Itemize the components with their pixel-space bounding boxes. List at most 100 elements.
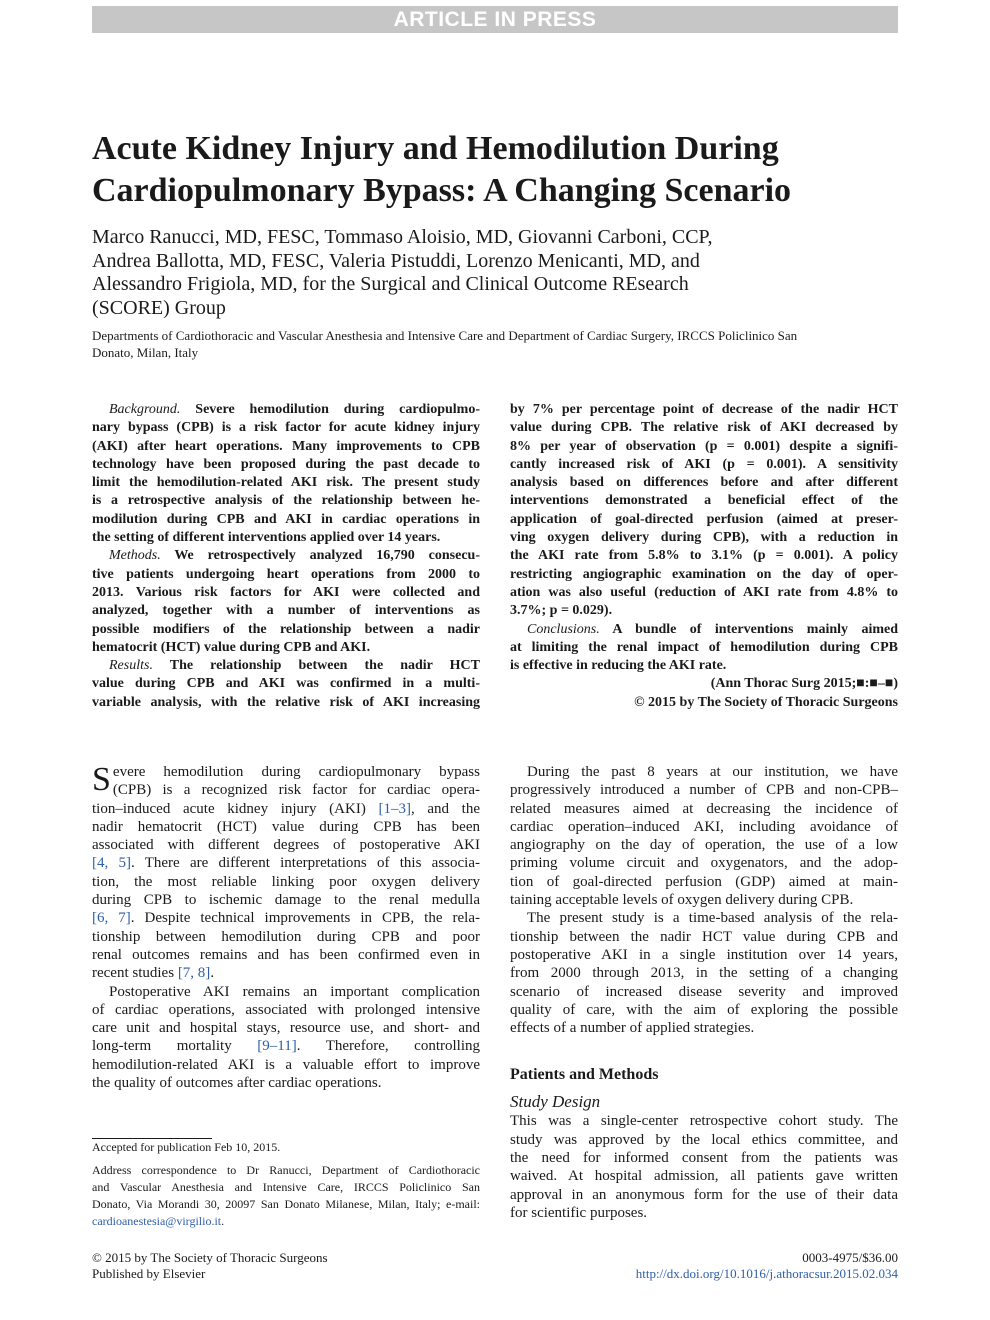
body-line: renal outcomes remains and has been conf…: [92, 946, 480, 964]
body-line: tion of goal-directed perfusion (GDP) ai…: [510, 873, 898, 891]
abstract-line: by 7% per percentage point of decrease o…: [510, 401, 898, 419]
affiliation-line: Donato, Milan, Italy: [92, 345, 199, 360]
body-line: Postoperative AKI remains an important c…: [92, 983, 480, 1001]
body-line: taining acceptable levels of oxygen deli…: [510, 891, 898, 909]
line-text: possible modifiers of the relationship b…: [92, 621, 480, 637]
line-text: restricting angiographic examination on …: [510, 566, 898, 582]
line-text: cantly increased risk of AKI (p = 0.001)…: [510, 456, 898, 472]
line-text: ving oxygen delivery during CPB), with a…: [510, 530, 898, 546]
author-line: (SCORE) Group: [92, 296, 226, 319]
footer-copyright: © 2015 by The Society of Thoracic Surgeo…: [92, 1250, 328, 1265]
abstract-line: Methods. We retrospectively analyzed 16,…: [92, 547, 480, 565]
body-line: postoperative AKI in a single institutio…: [510, 946, 898, 964]
email-trailing: .: [221, 1214, 225, 1228]
line-text: waived. At hospital admission, all patie…: [510, 1168, 898, 1185]
author-line: Andrea Ballotta, MD, FESC, Valeria Pistu…: [92, 249, 700, 272]
abstract-line: the AKI rate from 5.8% to 3.1% (p = 0.00…: [510, 547, 898, 565]
citation-link[interactable]: [1–3]: [378, 800, 411, 817]
line-text: The present study is a time-based analys…: [527, 910, 898, 927]
line-text: A bundle of interventions mainly aimed: [599, 621, 898, 637]
body-line: priming volume circuit and oxygenators, …: [510, 854, 898, 872]
footer-publisher: Published by Elsevier: [92, 1266, 206, 1281]
line-text: modilution during CPB and AKI in cardiac…: [92, 511, 480, 527]
line-text: taining acceptable levels of oxygen deli…: [510, 892, 854, 909]
citation-link[interactable]: [9–11]: [257, 1038, 297, 1055]
abstract-line: restricting angiographic examination on …: [510, 566, 898, 584]
abstract-line: cantly increased risk of AKI (p = 0.001)…: [510, 456, 898, 474]
line-text: This was a single-center retrospective c…: [510, 1113, 898, 1130]
abstract-line: possible modifiers of the relationship b…: [92, 621, 480, 639]
line-text: the quality of outcomes after cardiac op…: [92, 1075, 382, 1092]
footnote-line: cardioanestesia@virgilio.it.: [92, 1213, 480, 1230]
body-line: The present study is a time-based analys…: [510, 909, 898, 927]
line-text: study was approved by the local ethics c…: [510, 1131, 898, 1148]
line-text: analysis based on differences before and…: [510, 475, 898, 491]
footer-right: 0003-4975/$36.00 http://dx.doi.org/10.10…: [636, 1250, 898, 1282]
line-text: (CPB) is a recognized risk factor for ca…: [112, 782, 480, 799]
abstract-section-label: Conclusions.: [527, 621, 600, 637]
abstract-line: modilution during CPB and AKI in cardiac…: [92, 511, 480, 529]
line-text: interventions demonstrated a beneficial …: [510, 493, 898, 509]
line-text: limit the hemodilution-related AKI risk.…: [92, 475, 480, 491]
abstract-line: (Ann Thorac Surg 2015;■:■–■): [510, 675, 898, 693]
citation-link[interactable]: [7, 8]: [177, 965, 211, 982]
doi-link[interactable]: http://dx.doi.org/10.1016/j.athoracsur.2…: [635, 1266, 898, 1281]
abstract-line: value during CPB and AKI was confirmed i…: [92, 675, 480, 693]
body-line: approval in an anonymous form for the us…: [510, 1186, 898, 1204]
line-text: progressively introduced a number of CPB…: [510, 782, 898, 799]
email-link[interactable]: cardioanestesia@virgilio.it: [92, 1214, 222, 1228]
abstract-line: Background. Severe hemodilution during c…: [92, 401, 480, 419]
line-text: (AKI) after heart operations. Many impro…: [92, 438, 480, 454]
footnote-line: and Vascular Anesthesia and Intensive Ca…: [92, 1180, 480, 1194]
line-text: tionship between hemodilution during CPB…: [92, 928, 480, 945]
line-text: at limiting the renal impact of hemodilu…: [510, 639, 898, 655]
line-text: related measures aimed at decreasing the…: [510, 800, 898, 817]
abstract-line: analyzed, together with a number of inte…: [92, 602, 480, 620]
abstract-line: ving oxygen delivery during CPB), with a…: [510, 529, 898, 547]
body-line: related measures aimed at decreasing the…: [510, 800, 898, 818]
line-text: by 7% per percentage point of decrease o…: [510, 402, 898, 417]
citation-link[interactable]: [4, 5]: [92, 855, 131, 872]
abstract-section-label: Background.: [109, 402, 181, 417]
affiliation-line: Departments of Cardiothoracic and Vascul…: [92, 328, 798, 343]
footnote-line: Accepted for publication Feb 10, 2015.: [92, 1140, 281, 1154]
line-text: nadir hematocrit (HCT) value during CPB …: [92, 818, 480, 835]
footnote-line: Address correspondence to Dr Ranucci, De…: [92, 1163, 480, 1177]
line-text: effects of a number of applied strategie…: [510, 1020, 755, 1037]
line-text: tion of goal-directed perfusion (GDP) ai…: [510, 873, 898, 890]
line-text: application of goal-directed perfusion (…: [510, 511, 898, 527]
footer-price: 0003-4975/$36.00: [802, 1250, 898, 1265]
line-text: .: [210, 965, 215, 982]
line-text: . Therefore, controlling: [296, 1038, 480, 1055]
body-line: associated with different degrees of pos…: [92, 836, 480, 854]
footnote-line: Donato, Via Morandi 30, 20097 San Donato…: [92, 1197, 480, 1211]
footer-left: © 2015 by The Society of Thoracic Surgeo…: [92, 1250, 328, 1282]
line-text: nary bypass (CPB) is a risk factor for a…: [92, 420, 480, 436]
abstract-line: application of goal-directed perfusion (…: [510, 511, 898, 529]
line-text: We retrospectively analyzed 16,790 conse…: [160, 548, 480, 564]
body-line: for scientific purposes.: [510, 1204, 898, 1222]
line-text: 2013. Various risk factors for AKI were …: [92, 584, 480, 600]
body-line: progressively introduced a number of CPB…: [510, 781, 898, 799]
line-text: quality of care, with the aim of explori…: [510, 1001, 898, 1018]
body-line: evere hemodilution during cardiopulmonar…: [92, 763, 480, 781]
body-line: This was a single-center retrospective c…: [510, 1112, 898, 1130]
line-text: evere hemodilution during cardiopulmonar…: [112, 764, 480, 780]
body-line: quality of care, with the aim of explori…: [510, 1001, 898, 1019]
body-line: from 2000 through 2013, in the setting o…: [510, 964, 898, 982]
line-text: postoperative AKI in a single institutio…: [510, 946, 898, 963]
abstract-right-column: by 7% per percentage point of decrease o…: [510, 401, 898, 712]
abstract-line: (AKI) after heart operations. Many impro…: [92, 438, 480, 456]
line-text: associated with different degrees of pos…: [92, 837, 480, 854]
body-line: during CPB to ischemic damage to the ren…: [92, 891, 480, 909]
body-line: recent studies [7, 8].: [92, 964, 480, 982]
abstract-line: tive patients undergoing heart operation…: [92, 566, 480, 584]
abstract-line: at limiting the renal impact of hemodilu…: [510, 639, 898, 657]
line-text: is a retrospective analysis of the relat…: [92, 493, 480, 509]
citation-link[interactable]: [6, 7]: [92, 910, 131, 927]
abstract-line: 2013. Various risk factors for AKI were …: [92, 584, 480, 602]
line-text: cardiac operation–induced AKI, including…: [510, 818, 898, 835]
line-text: variable analysis, with the relative ris…: [92, 694, 480, 710]
abstract-line: analysis based on differences before and…: [510, 474, 898, 492]
line-text: scenario of increased disease severity a…: [510, 983, 898, 1000]
